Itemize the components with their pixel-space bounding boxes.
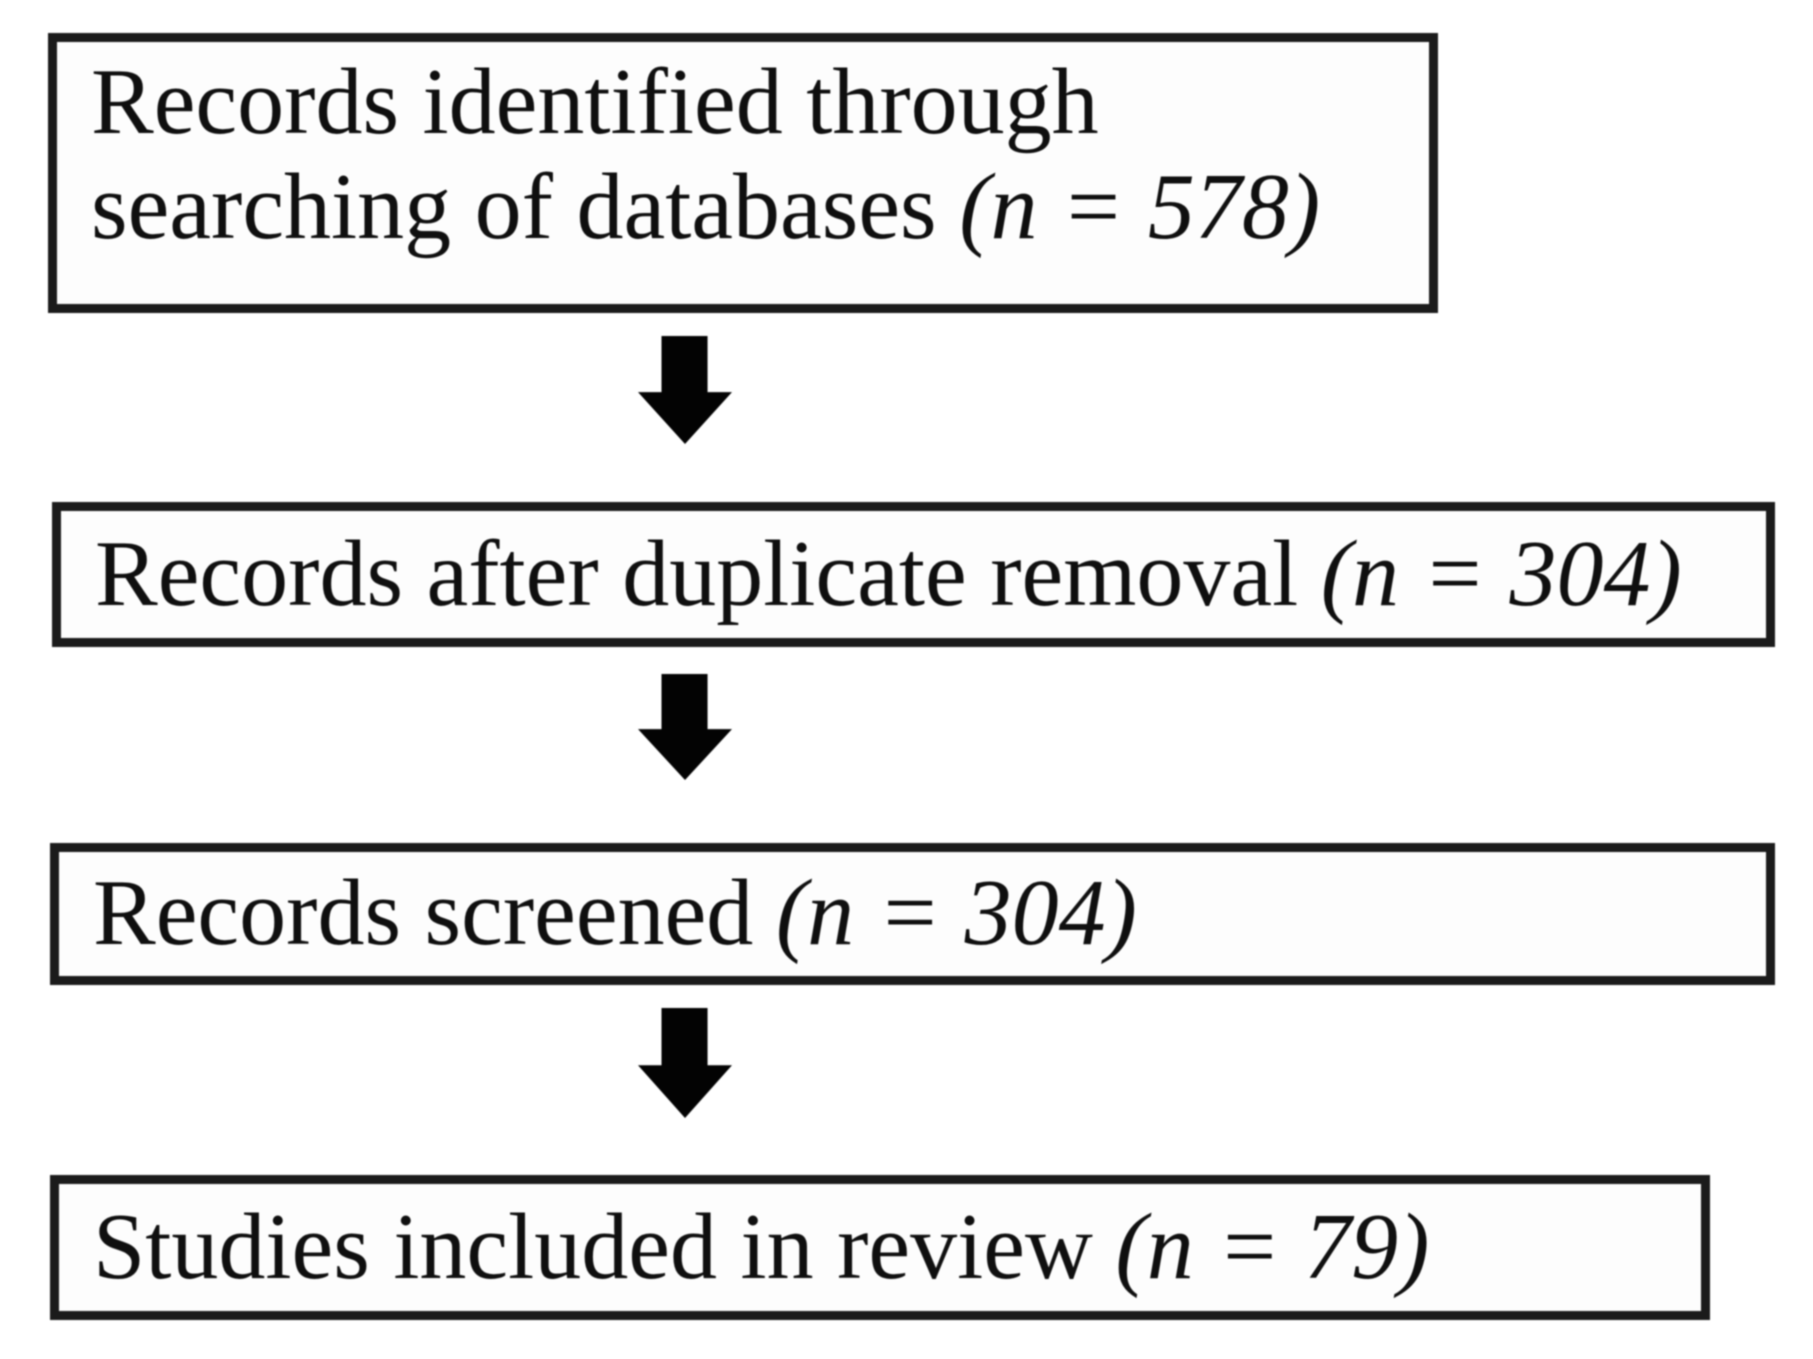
n-count-label: (n = 304) xyxy=(775,861,1137,966)
down-arrow-icon xyxy=(638,1008,732,1118)
box-text-line: searching of databases xyxy=(91,155,937,260)
down-arrow-icon xyxy=(638,336,732,444)
n-count-label: (n = 304) xyxy=(1320,521,1682,626)
box-text-line: Records identified through xyxy=(91,50,1099,154)
down-arrow-icon xyxy=(638,674,732,780)
flow-box-records-screened: Records screened(n = 304) xyxy=(50,843,1775,985)
flow-box-text: Records screened(n = 304) xyxy=(59,861,1149,966)
flow-box-text: Studies included in review(n = 79) xyxy=(59,1195,1441,1300)
box-text-line: Records screened xyxy=(93,861,754,966)
flow-box-records-identified: Records identified through searching of … xyxy=(48,33,1438,313)
flow-box-text: Records identified through searching of … xyxy=(57,42,1332,261)
n-count-label: (n = 578) xyxy=(959,155,1321,260)
flow-box-studies-included-in-review: Studies included in review(n = 79) xyxy=(50,1175,1710,1320)
flow-box-text: Records after duplicate removal(n = 304) xyxy=(61,522,1694,627)
n-count-label: (n = 79) xyxy=(1115,1194,1430,1299)
flow-box-records-after-duplicate-removal: Records after duplicate removal(n = 304) xyxy=(52,502,1775,647)
box-text-line: Records after duplicate removal xyxy=(95,521,1299,626)
box-text-line: Studies included in review xyxy=(93,1194,1093,1299)
